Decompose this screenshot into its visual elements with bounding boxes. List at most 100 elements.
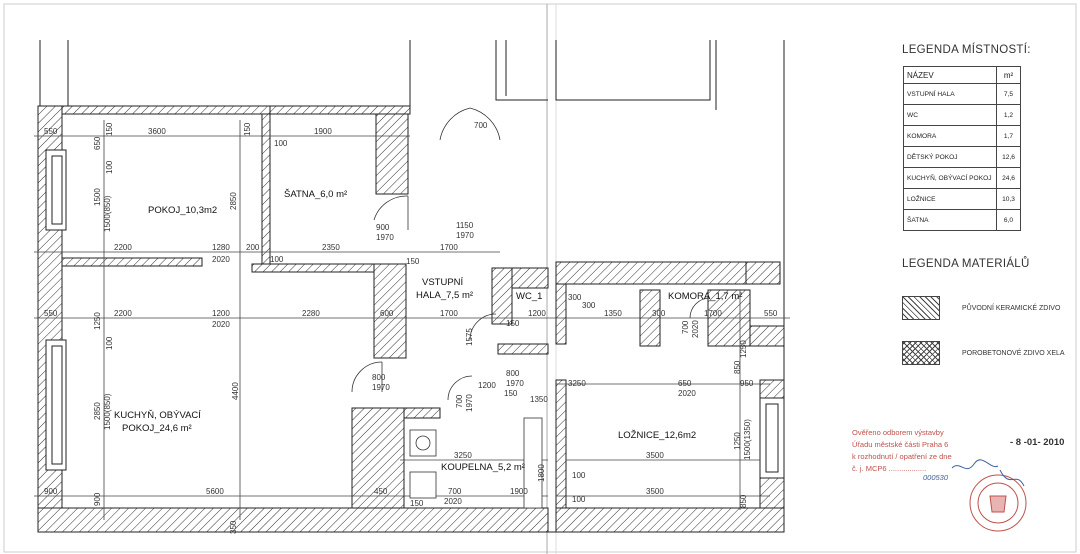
dim-text: 150 [504,389,518,398]
dim-text: 850 [733,360,742,374]
dim-text: 100 [274,139,288,148]
dim-text: 150 [243,122,252,136]
wall-pokoj-kuchyn [61,257,203,267]
dim-text: 3250 [568,379,586,388]
dim-text: 150 [410,499,424,508]
table-row: VSTUPNÍ HALA 7,5 [903,83,1021,105]
dim-text: 1700 [704,309,722,318]
room-area: 7,5 [996,83,1021,105]
dim-text: 2850 [93,402,102,420]
dim-text: 1800 [537,464,546,482]
dim-text: 3600 [148,127,166,136]
dim-text: 1900 [510,487,528,496]
dim-text: 1250 [733,432,742,450]
dim-text: 300 [582,301,596,310]
dim-text: 700 [455,394,464,408]
room-name: KOMORA [903,125,997,147]
dim-text: 350 [229,520,238,534]
legend-title: LEGENDA MÍSTNOSTÍ: [902,44,1031,56]
room-label-wc: WC_1 [516,291,542,302]
dim-text: 2280 [302,309,320,318]
doors [351,107,711,401]
dim-text: 1350 [604,309,622,318]
dim-text: 1200 [212,309,230,318]
table-row: LOŽNICE 10,3 [903,188,1021,210]
room-legend-table: NÁZEV m² VSTUPNÍ HALA 7,5 WC 1,2 KOMORA … [903,66,1021,231]
wall-top-satna [269,105,411,115]
dim-text: 100 [105,336,114,350]
room-label-satna: ŠATNA_6,0 m² [284,189,347,200]
header-name: NÁZEV [903,66,997,84]
door-entrance-a [439,107,471,141]
bathroom-fixtures [409,417,543,509]
room-name: DĚTSKÝ POKOJ [903,146,997,168]
dim-text: 1970 [372,383,390,392]
wall-hall-block [373,263,407,359]
room-label-koupelna: KOUPELNA_5,2 m² [441,462,525,473]
room-name: ŠATNA [903,209,997,231]
dim-text: 100 [572,471,586,480]
wall-bottom-left [37,507,549,533]
stamp-reference: 000530 [923,473,949,482]
table-row: KUCHYŇ, OBÝVACÍ POKOJ 24,6 [903,167,1021,189]
dim-text: 1970 [456,231,474,240]
dim-text: 2200 [114,309,132,318]
dim-text: 2020 [691,320,700,338]
dim-text: 1200 [528,309,546,318]
dim-text: 100 [105,160,114,174]
dimension-lines [34,120,790,520]
dim-text: 2020 [212,255,230,264]
door-kuchyn [351,361,383,393]
dim-text: 700 [448,487,462,496]
header-unit: m² [996,66,1021,84]
room-name: LOŽNICE [903,188,997,210]
room-label-loznice: LOŽNICE_12,6m2 [618,430,696,441]
dim-text: 650 [93,136,102,150]
room-area: 1,7 [996,125,1021,147]
dim-text: 1700 [440,309,458,318]
dim-text: 1250 [739,340,748,358]
dim-text: 1150 [456,221,474,230]
dim-text: 100 [270,255,284,264]
wall-wc-bottom [497,343,549,355]
room-label-pokoj: POKOJ_10,3m2 [148,205,217,216]
dim-text: 850 [739,494,748,508]
dimension-texts-vertical: 650 150 150 100 2850 1500 1500(850) 1250… [93,122,752,534]
table-header-row: NÁZEV m² [903,66,1021,84]
wall-koupelna-left [351,407,405,509]
wall-top-pokoj [61,105,271,115]
dim-text: 2020 [678,389,696,398]
table-row: DĚTSKÝ POKOJ 12,6 [903,146,1021,168]
dim-text: 450 [374,487,388,496]
dim-text: 150 [105,122,114,136]
stamp-line: č. j. MCP6 .................. [852,464,927,473]
wall-wc-left [491,267,513,325]
dim-text: 550 [44,127,58,136]
official-seal [969,474,1027,532]
table-row: WC 1,2 [903,104,1021,126]
wall-bottom-right [555,507,785,533]
dim-text: 1500(1350) [743,419,752,460]
wall-loznice-left [555,379,567,509]
dim-text: 300 [652,309,666,318]
dim-text: 1970 [376,233,394,242]
dim-text: 5600 [206,487,224,496]
room-area: 24,6 [996,167,1021,189]
wall-right-left [555,283,567,345]
dim-text: 950 [740,379,754,388]
dim-text: 650 [678,379,692,388]
dim-text: 300 [568,293,582,302]
door-komora [689,297,711,319]
room-name: WC [903,104,997,126]
dim-text: 100 [572,495,586,504]
dim-text: 150 [406,257,420,266]
wall-partition-satna [261,113,271,265]
dim-text: 600 [380,309,394,318]
dim-text: 3250 [454,451,472,460]
room-area: 12,6 [996,146,1021,168]
wall-wc-top [511,267,549,289]
toilet-icon [409,471,437,499]
dim-text: 1575 [465,328,474,346]
